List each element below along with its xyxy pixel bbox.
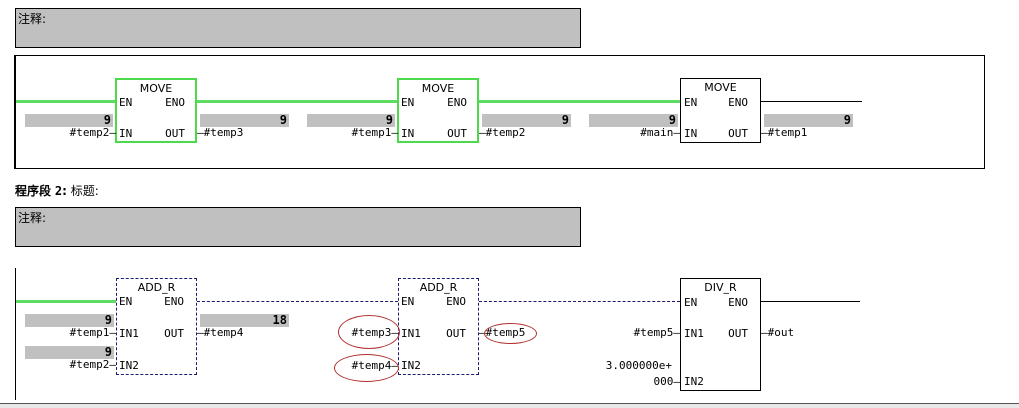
pin-out: OUT <box>164 327 184 340</box>
in-operand[interactable]: #temp2— <box>69 126 116 139</box>
comment-label: 注释: <box>18 211 47 225</box>
block-title: ADD_R <box>137 281 176 294</box>
highlight-oval <box>484 323 537 344</box>
in1-value-display: 9 <box>25 314 114 327</box>
move-block-1[interactable]: MOVE EN ENO IN OUT <box>115 78 197 143</box>
pin-en: EN <box>401 96 415 109</box>
add-r-block-1[interactable]: ADD_R EN ENO IN1 OUT IN2 <box>116 278 197 375</box>
pin-eno: ENO <box>728 296 748 309</box>
power-flow-wire <box>16 300 116 303</box>
pin-eno: ENO <box>446 295 466 308</box>
left-power-rail <box>15 56 16 168</box>
pin-en: EN <box>119 96 133 109</box>
comment-label: 注释: <box>18 12 47 26</box>
pin-out: OUT <box>165 127 185 140</box>
network-number: 2 <box>54 184 63 198</box>
network2-comment[interactable]: 注释: <box>15 207 581 247</box>
in2-operand[interactable]: #temp2— <box>69 358 116 371</box>
pin-eno: ENO <box>447 96 467 109</box>
pin-out: OUT <box>446 327 466 340</box>
in2-value-display: 9 <box>25 346 114 359</box>
horizontal-scrollbar[interactable] <box>0 403 1019 408</box>
out-operand[interactable]: —#out <box>761 326 795 339</box>
pin-eno: ENO <box>164 295 184 308</box>
in2-operand-line2[interactable]: 000— <box>653 375 681 388</box>
block-title: ADD_R <box>419 281 458 294</box>
in-operand[interactable]: #main— <box>640 126 680 139</box>
pin-in1: IN1 <box>119 327 139 340</box>
in1-operand[interactable]: #temp1— <box>69 326 116 339</box>
pin-in1: IN1 <box>684 327 704 340</box>
pin-eno: ENO <box>165 96 185 109</box>
pin-out: OUT <box>447 127 467 140</box>
network-title: 标题: <box>70 184 99 198</box>
highlight-oval <box>338 315 400 349</box>
add-r-block-2[interactable]: ADD_R EN ENO IN1 OUT IN2 <box>398 278 479 375</box>
in-operand[interactable]: #temp1— <box>351 126 398 139</box>
out-value-display: 9 <box>200 114 289 127</box>
in-value-display: 9 <box>25 114 113 127</box>
in2-operand-line1[interactable]: 3.000000e+ <box>605 359 672 372</box>
eno-wire <box>761 101 862 102</box>
pin-en: EN <box>684 296 698 309</box>
out-operand[interactable]: —#temp2 <box>479 126 526 139</box>
highlight-oval <box>334 354 399 382</box>
block-title: MOVE <box>704 81 737 94</box>
left-power-rail <box>15 268 16 400</box>
in-value-display: 9 <box>307 114 395 127</box>
network1-comment[interactable]: 注释: <box>15 8 581 48</box>
in1-operand[interactable]: #temp5— <box>633 326 680 339</box>
in-value-display: 9 <box>589 114 678 127</box>
pin-en: EN <box>401 295 415 308</box>
move-block-2[interactable]: MOVE EN ENO IN OUT <box>397 78 479 143</box>
dashed-wire <box>197 301 398 302</box>
dashed-wire <box>479 301 680 302</box>
block-title: MOVE <box>139 82 173 95</box>
power-flow-wire <box>16 100 116 103</box>
out-value-display: 9 <box>482 114 571 127</box>
pin-in2: IN2 <box>401 359 421 372</box>
eno-wire <box>761 301 860 302</box>
block-title: MOVE <box>421 82 455 95</box>
network-prefix: 程序段 <box>15 184 52 198</box>
network2-heading[interactable]: 程序段 2: 标题: <box>15 182 99 199</box>
out-value-display: 18 <box>200 314 289 327</box>
pin-in: IN <box>119 127 133 140</box>
power-flow-wire <box>197 100 398 103</box>
move-block-3[interactable]: MOVE EN ENO IN OUT <box>680 78 761 143</box>
pin-en: EN <box>684 96 698 109</box>
pin-in: IN <box>684 127 698 140</box>
div-r-block[interactable]: DIV_R EN ENO IN1 OUT IN2 <box>680 278 761 391</box>
pin-in2: IN2 <box>119 359 139 372</box>
pin-out: OUT <box>728 327 748 340</box>
pin-en: EN <box>119 295 133 308</box>
pin-in: IN <box>401 127 415 140</box>
power-flow-wire <box>479 100 680 103</box>
out-operand[interactable]: —#temp3 <box>197 126 244 139</box>
pin-out: OUT <box>728 127 748 140</box>
out-value-display: 9 <box>764 114 853 127</box>
pin-in2: IN2 <box>684 375 704 388</box>
network-sep: : <box>62 184 67 198</box>
pin-in1: IN1 <box>401 327 421 340</box>
block-title: DIV_R <box>704 281 737 294</box>
out-operand[interactable]: —#temp4 <box>197 326 244 339</box>
out-operand[interactable]: —#temp1 <box>761 126 808 139</box>
pin-eno: ENO <box>728 96 748 109</box>
network1-frame <box>14 55 985 169</box>
